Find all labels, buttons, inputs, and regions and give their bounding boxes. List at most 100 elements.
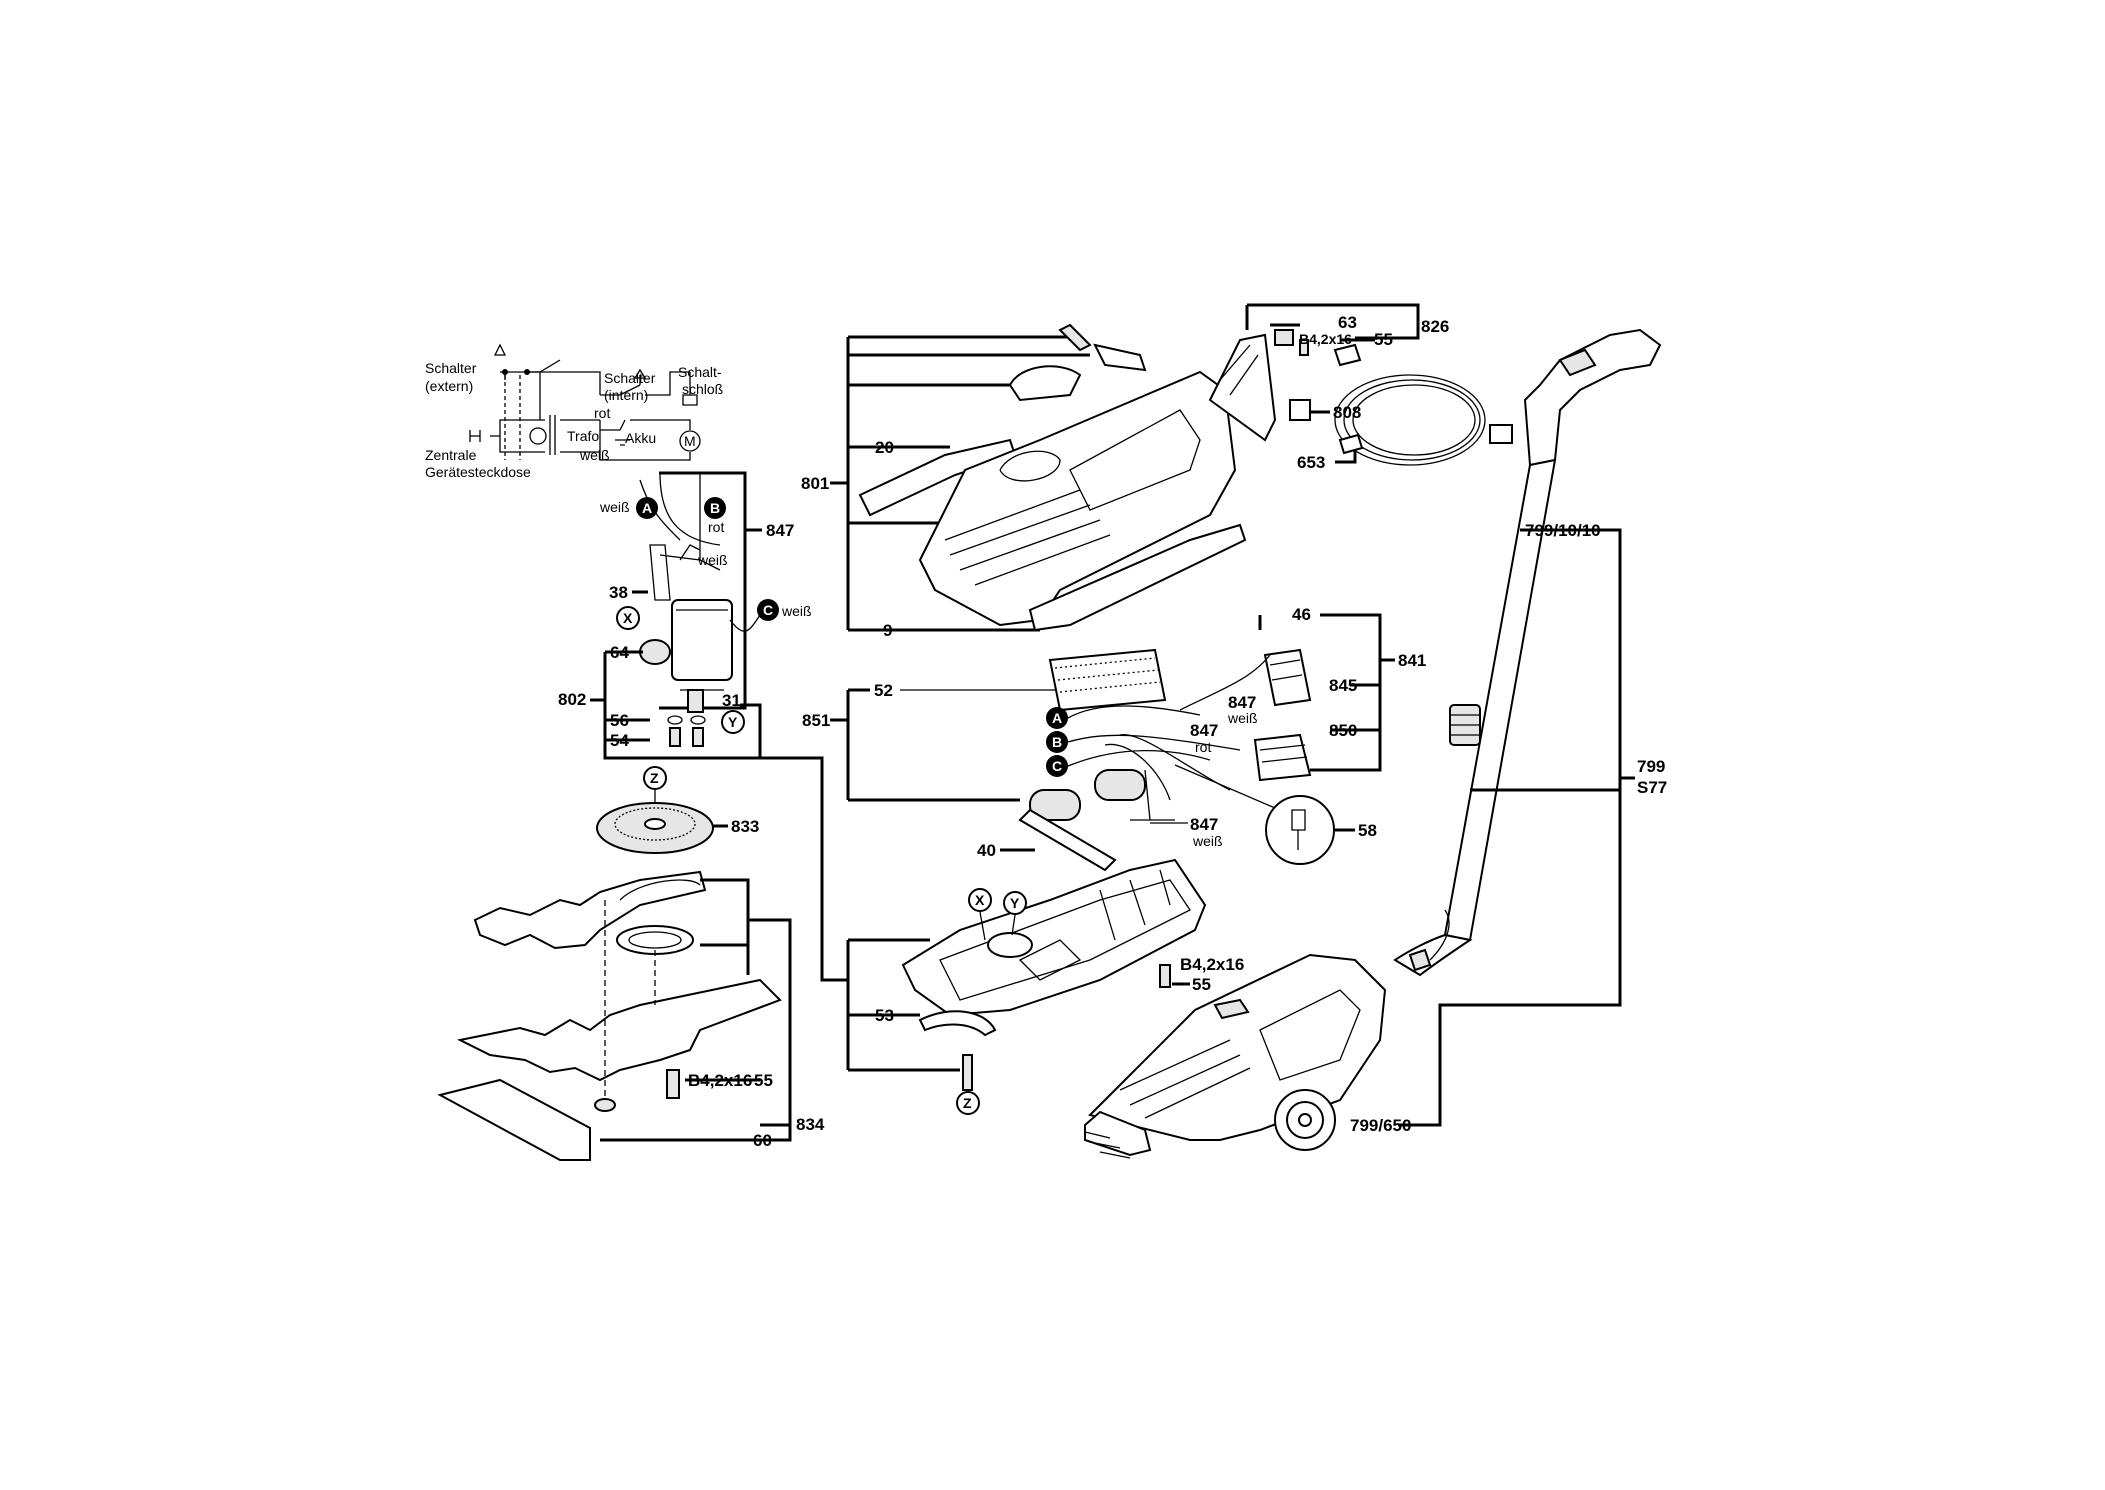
label-54: 54: [610, 731, 629, 750]
marker-x-motor: X: [623, 610, 633, 626]
label-screw-blade: B4,2x16: [688, 1071, 752, 1090]
blade-cover: [437, 1078, 591, 1161]
lower-blade: [456, 978, 782, 1082]
label-52: 52: [874, 681, 893, 700]
part-31-pinion: [687, 689, 704, 713]
marker-y-base: Y: [1010, 895, 1020, 911]
label-38: 38: [609, 583, 628, 602]
circuit-schalter-extern-2: (extern): [425, 378, 473, 394]
battery-851: 851 52 A B C 847 rot 847 weiß 58: [802, 648, 1377, 865]
handle-grip: [1523, 328, 1662, 467]
marker-y-motor: Y: [728, 714, 738, 730]
marker-c-battery: C: [1052, 758, 1062, 774]
circuit-schaltschloss-1: Schalt-: [678, 364, 722, 380]
charger-bracket: [1208, 333, 1277, 442]
label-845: 845: [1329, 676, 1357, 695]
label-850: 850: [1329, 721, 1357, 740]
label-56: 56: [610, 711, 629, 730]
part-40-bar: [1018, 808, 1117, 872]
motor-assembly: [603, 471, 848, 982]
label-847-battery-weiss: 847: [1190, 815, 1218, 834]
marker-b-motor: B: [710, 500, 720, 516]
label-841: 841: [1398, 651, 1426, 670]
marker-z-base: Z: [963, 1095, 972, 1111]
marker-a-motor: A: [642, 500, 652, 516]
part-64-bushing: [639, 639, 671, 665]
circuit-trafo: Trafo: [567, 428, 599, 444]
marker-z-gear: Z: [650, 770, 659, 786]
label-screw-base: B4,2x16: [1180, 955, 1244, 974]
base-tray: [901, 858, 1207, 1017]
bracket-799: 799/10/10 799 S77 799/650: [1350, 521, 1667, 1135]
marker-a-battery: A: [1052, 710, 1062, 726]
marker-c-motor: C: [763, 602, 773, 618]
motor: [671, 599, 733, 681]
charger-cable: 63 B4,2x16 55 826 808 653: [1208, 303, 1486, 472]
label-851: 851: [802, 711, 830, 730]
circuit-schalter-extern-1: Schalter: [425, 360, 477, 376]
circuit-schematic: Schalter (extern) Schalter (intern) Scha…: [425, 343, 723, 480]
part-9-strip: [1028, 523, 1247, 632]
circuit-rot: rot: [594, 405, 610, 421]
label-847-electronics: 847: [1228, 693, 1256, 712]
marker-b-battery: B: [1052, 734, 1062, 750]
circuit-schalter-intern-1: Schalter: [604, 370, 656, 386]
circuit-schalter-intern-2: (intern): [604, 387, 648, 403]
housing-801: 801 20 9: [801, 323, 1247, 640]
label-9: 9: [883, 621, 892, 640]
label-653: 653: [1297, 453, 1325, 472]
label-55-blade: 55: [754, 1071, 773, 1090]
label-31: 31: [722, 691, 741, 710]
label-833: 833: [731, 817, 759, 836]
wire-weiss-battery: weiß: [1192, 833, 1223, 849]
label-802: 802: [558, 690, 586, 709]
assembled-shear-body: [1088, 953, 1387, 1141]
blade-assembly: Z 833 B4,2x16 55 834 60: [437, 766, 825, 1161]
wire-rot-battery: rot: [1195, 739, 1211, 755]
label-64: 64: [610, 643, 629, 662]
part-53-clip: [918, 1010, 997, 1037]
label-s77: S77: [1637, 778, 1667, 797]
label-799: 799: [1637, 757, 1665, 776]
label-60: 60: [753, 1131, 772, 1150]
housing-shell: [918, 370, 1237, 627]
label-55-charger: 55: [1374, 330, 1393, 349]
electronics-841: 46 841 845 850 847 weiß: [1179, 605, 1426, 782]
label-808: 808: [1333, 403, 1361, 422]
label-40: 40: [977, 841, 996, 860]
label-53: 53: [875, 1006, 894, 1025]
marker-x-base: X: [975, 892, 985, 908]
motor-labels: A B C X Y weiß rot weiß weiß 847 38 64 8…: [558, 497, 812, 750]
circuit-zentrale-2: Gerätesteckdose: [425, 464, 531, 480]
wire-weiss-mid: weiß: [697, 552, 728, 568]
wire-rot-b: rot: [708, 519, 724, 535]
upper-blade: [473, 870, 707, 950]
label-55-base: 55: [1192, 975, 1211, 994]
base-housing: 40 X Y Z B4,2x16 55 53: [846, 808, 1244, 1115]
battery-cell-1: [1029, 789, 1081, 821]
battery-cell-2: [1094, 769, 1146, 801]
label-834: 834: [796, 1115, 825, 1134]
part-52-pad: [1048, 648, 1167, 712]
label-screw-charger: B4,2x16: [1299, 331, 1352, 347]
circuit-schaltschloss-2: schloß: [682, 381, 723, 397]
circuit-zentrale-1: Zentrale: [425, 447, 477, 463]
label-799-10-10: 799/10/10: [1525, 521, 1601, 540]
label-plate: [1289, 399, 1311, 421]
label-847-motor: 847: [766, 521, 794, 540]
label-847-battery-rot: 847: [1190, 721, 1218, 740]
handle-assembly: [1084, 328, 1662, 1159]
label-63: 63: [1338, 313, 1357, 332]
wire-weiss-electronics: weiß: [1227, 710, 1258, 726]
label-826: 826: [1421, 317, 1449, 336]
wire-weiss-a: weiß: [599, 499, 630, 515]
label-58: 58: [1358, 821, 1377, 840]
circuit-weiss: weiß: [579, 447, 610, 463]
label-799-650: 799/650: [1350, 1116, 1411, 1135]
handle-label-plate: [1489, 424, 1513, 444]
circuit-motor-m: M: [684, 433, 696, 449]
wire-weiss-c: weiß: [781, 603, 812, 619]
label-46: 46: [1292, 605, 1311, 624]
circuit-akku: Akku: [625, 430, 656, 446]
